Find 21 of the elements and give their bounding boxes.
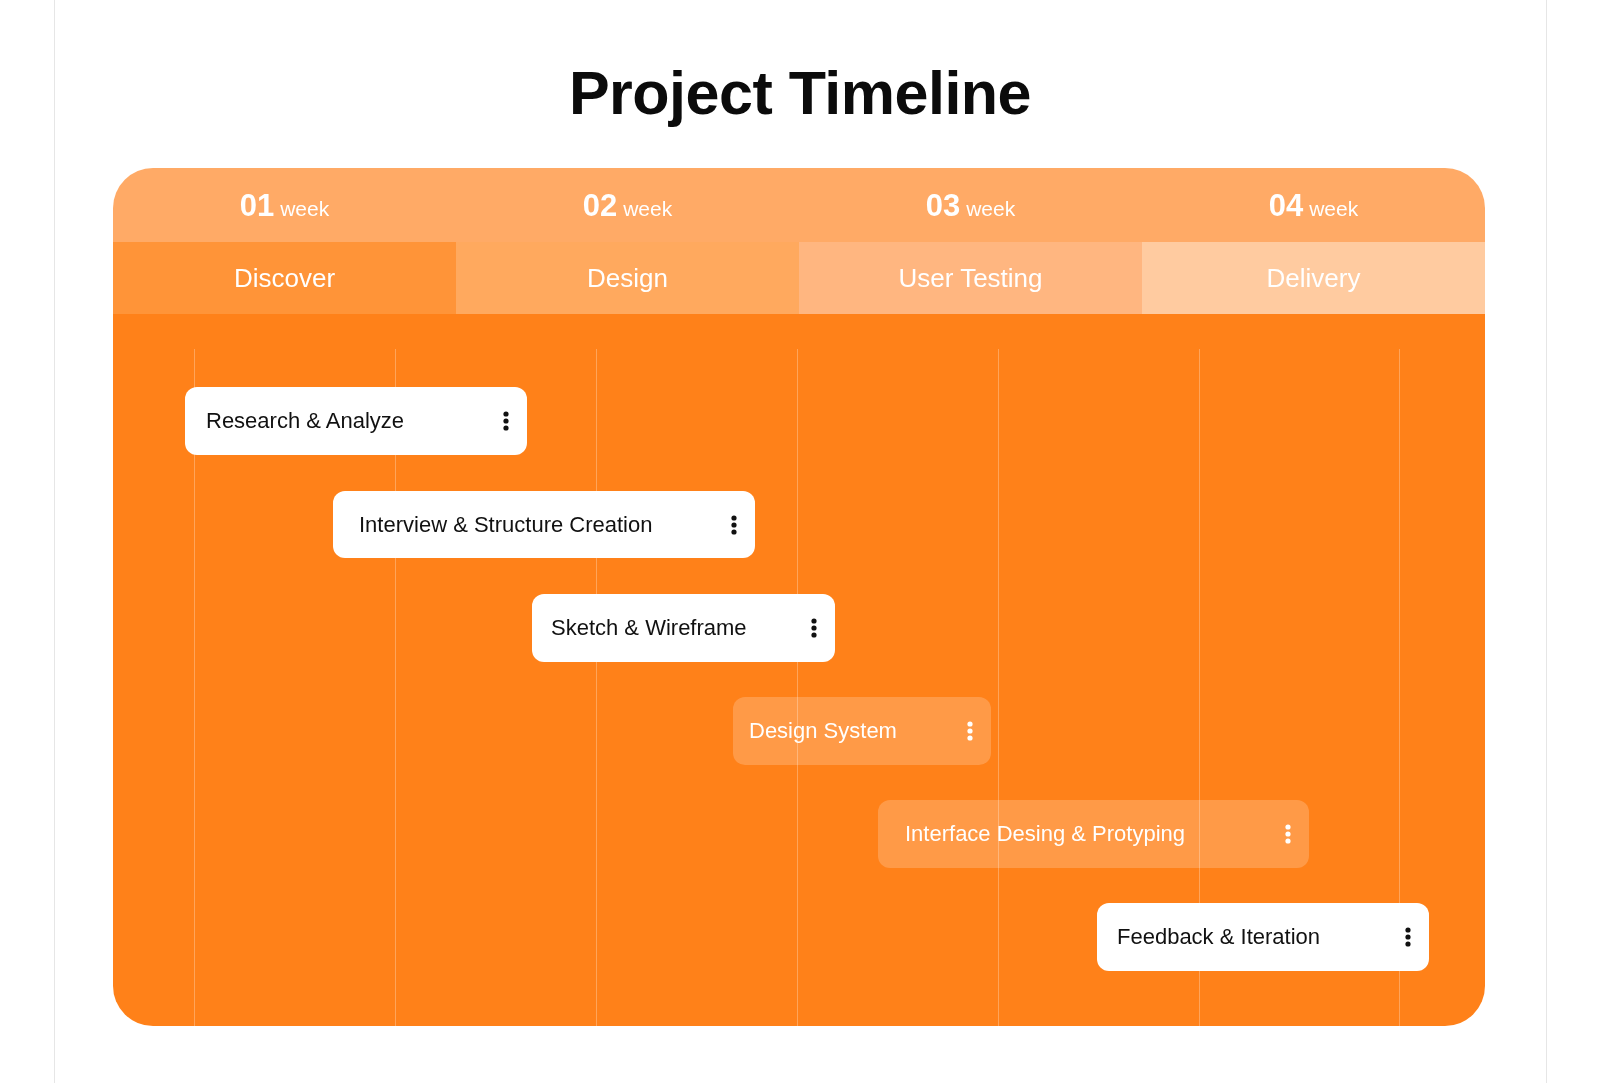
phase-band: User Testing	[799, 242, 1142, 314]
phase-band: Discover	[113, 242, 456, 314]
task-label: Feedback & Iteration	[1117, 924, 1320, 950]
task-bar	[333, 491, 755, 558]
task-bar	[733, 697, 991, 765]
week-label: 01 week	[239, 188, 330, 224]
task-bar	[185, 387, 527, 455]
task-bar	[1097, 903, 1429, 971]
week-label: 03 week	[925, 188, 1016, 224]
phase-band: Design	[456, 242, 799, 314]
phase-band: Delivery	[1142, 242, 1485, 314]
week-label: 02 week	[582, 188, 673, 224]
task-label: Research & Analyze	[206, 408, 405, 434]
task-bar	[878, 800, 1309, 868]
title: Project Timeline	[568, 59, 1032, 127]
task-bar	[532, 594, 835, 662]
task-label: Interview & Structure Creation	[359, 511, 653, 538]
task-label: Design System	[749, 718, 897, 744]
task-label: Interface Desing & Protyping	[905, 821, 1186, 847]
week-label: 04 week	[1268, 188, 1359, 224]
task-label: Sketch & Wireframe	[551, 615, 747, 641]
